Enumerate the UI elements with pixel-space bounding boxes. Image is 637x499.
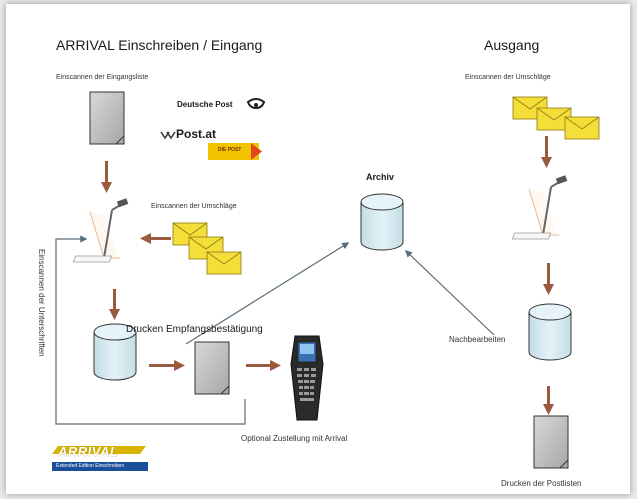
scanner-left xyxy=(72,197,130,263)
archive-database xyxy=(360,193,404,251)
confirmation-document xyxy=(194,341,230,395)
postlist-document xyxy=(533,415,569,469)
label-scan-list: Einscannen der Eingangsliste xyxy=(56,74,149,81)
post-at-logo xyxy=(160,131,176,140)
envelopes-left xyxy=(172,222,242,275)
incoming-list-document xyxy=(89,91,125,145)
brown-arrows xyxy=(101,136,554,415)
dhl-logo-text: DIE POST xyxy=(218,147,242,153)
title-left: ARRIVAL Einschreiben / Eingang xyxy=(56,37,263,53)
diagram-canvas: ARRIVAL Einschreiben / Eingang Ausgang E… xyxy=(6,4,630,494)
title-right: Ausgang xyxy=(484,37,540,53)
label-scan-envelopes-left: Einscannen der Umschläge xyxy=(151,203,237,210)
envelopes-right xyxy=(512,96,600,140)
arrival-logo xyxy=(52,446,148,471)
dhl-logo xyxy=(208,143,262,160)
label-print-confirmation: Drucken Empfangsbestätigung xyxy=(126,324,263,335)
deutsche-post-logo: Deutsche Post xyxy=(177,100,233,109)
label-archive: Archiv xyxy=(366,172,395,182)
scanner-right xyxy=(511,174,569,240)
label-postprocess: Nachbearbeiten xyxy=(449,335,506,344)
diagram-graphics xyxy=(52,91,600,471)
label-print-postlists: Drucken der Postlisten xyxy=(501,479,582,488)
label-scan-signatures: Einscannen der Unterschriften xyxy=(37,249,46,357)
handheld-scanner xyxy=(290,335,324,421)
label-optional-delivery: Optional Zustellung mit Arrival xyxy=(241,434,348,443)
deutsche-post-horn-icon xyxy=(246,98,266,110)
arrival-logo-text: ARRIVAL xyxy=(58,444,119,459)
label-scan-envelopes-right: Einscannen der Umschläge xyxy=(465,74,551,81)
arrival-logo-subtext: Extended Edition Einschreiben xyxy=(56,463,125,469)
post-at-logo-text: Post.at xyxy=(176,127,217,141)
database-right xyxy=(528,303,572,361)
